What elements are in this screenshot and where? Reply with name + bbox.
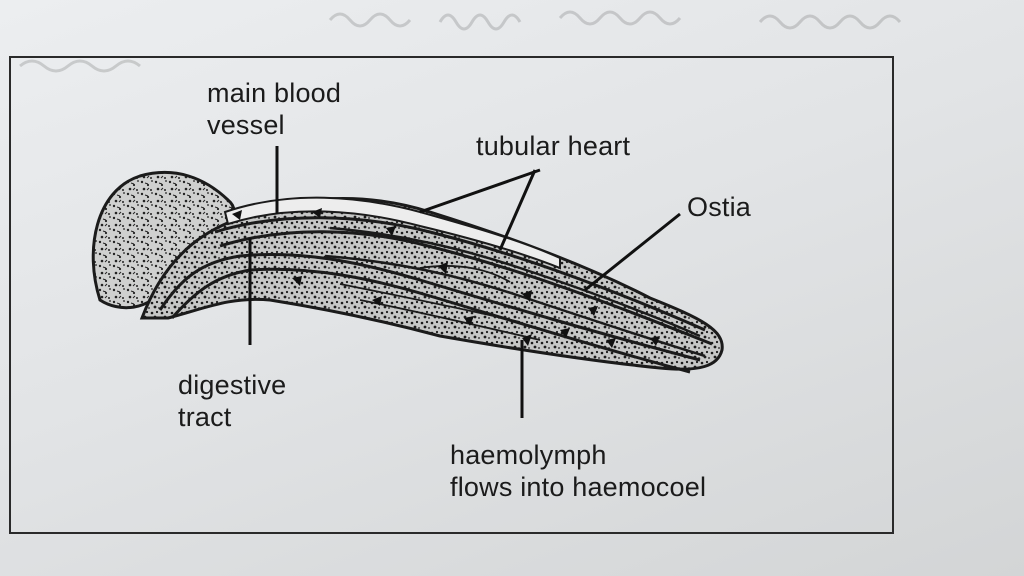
- label-haemolymph-line1: haemolymph: [450, 440, 607, 470]
- pointer-tubular-heart-a: [419, 168, 541, 214]
- label-digestive-tract-line2: tract: [178, 401, 232, 432]
- tubular-heart: [329, 226, 701, 338]
- label-tubular-heart-text: tubular heart: [476, 131, 631, 161]
- label-ostia-text: Ostia: [687, 192, 752, 222]
- label-haemolymph-line2: flows into haemocoel: [450, 471, 707, 502]
- label-haemolymph: haemolymph flows into haemocoel: [450, 440, 706, 504]
- label-main-blood-vessel: main blood vessel: [207, 78, 341, 142]
- label-tubular-heart: tubular heart: [476, 131, 630, 163]
- pointer-tubular-heart-b: [498, 169, 537, 251]
- digestive-tract-tube: [158, 252, 701, 362]
- label-digestive-tract: digestive tract: [178, 370, 286, 434]
- dorsal-layer: [223, 196, 561, 270]
- label-main-blood-vessel-line2: vessel: [207, 109, 285, 140]
- label-main-blood-vessel-line1: main blood: [207, 78, 342, 108]
- label-digestive-tract-line1: digestive: [178, 370, 287, 400]
- diagram-frame: [9, 56, 894, 534]
- pointer-ostia: [584, 212, 681, 292]
- main-blood-vessel-tube: [214, 216, 706, 332]
- label-ostia: Ostia: [687, 192, 751, 224]
